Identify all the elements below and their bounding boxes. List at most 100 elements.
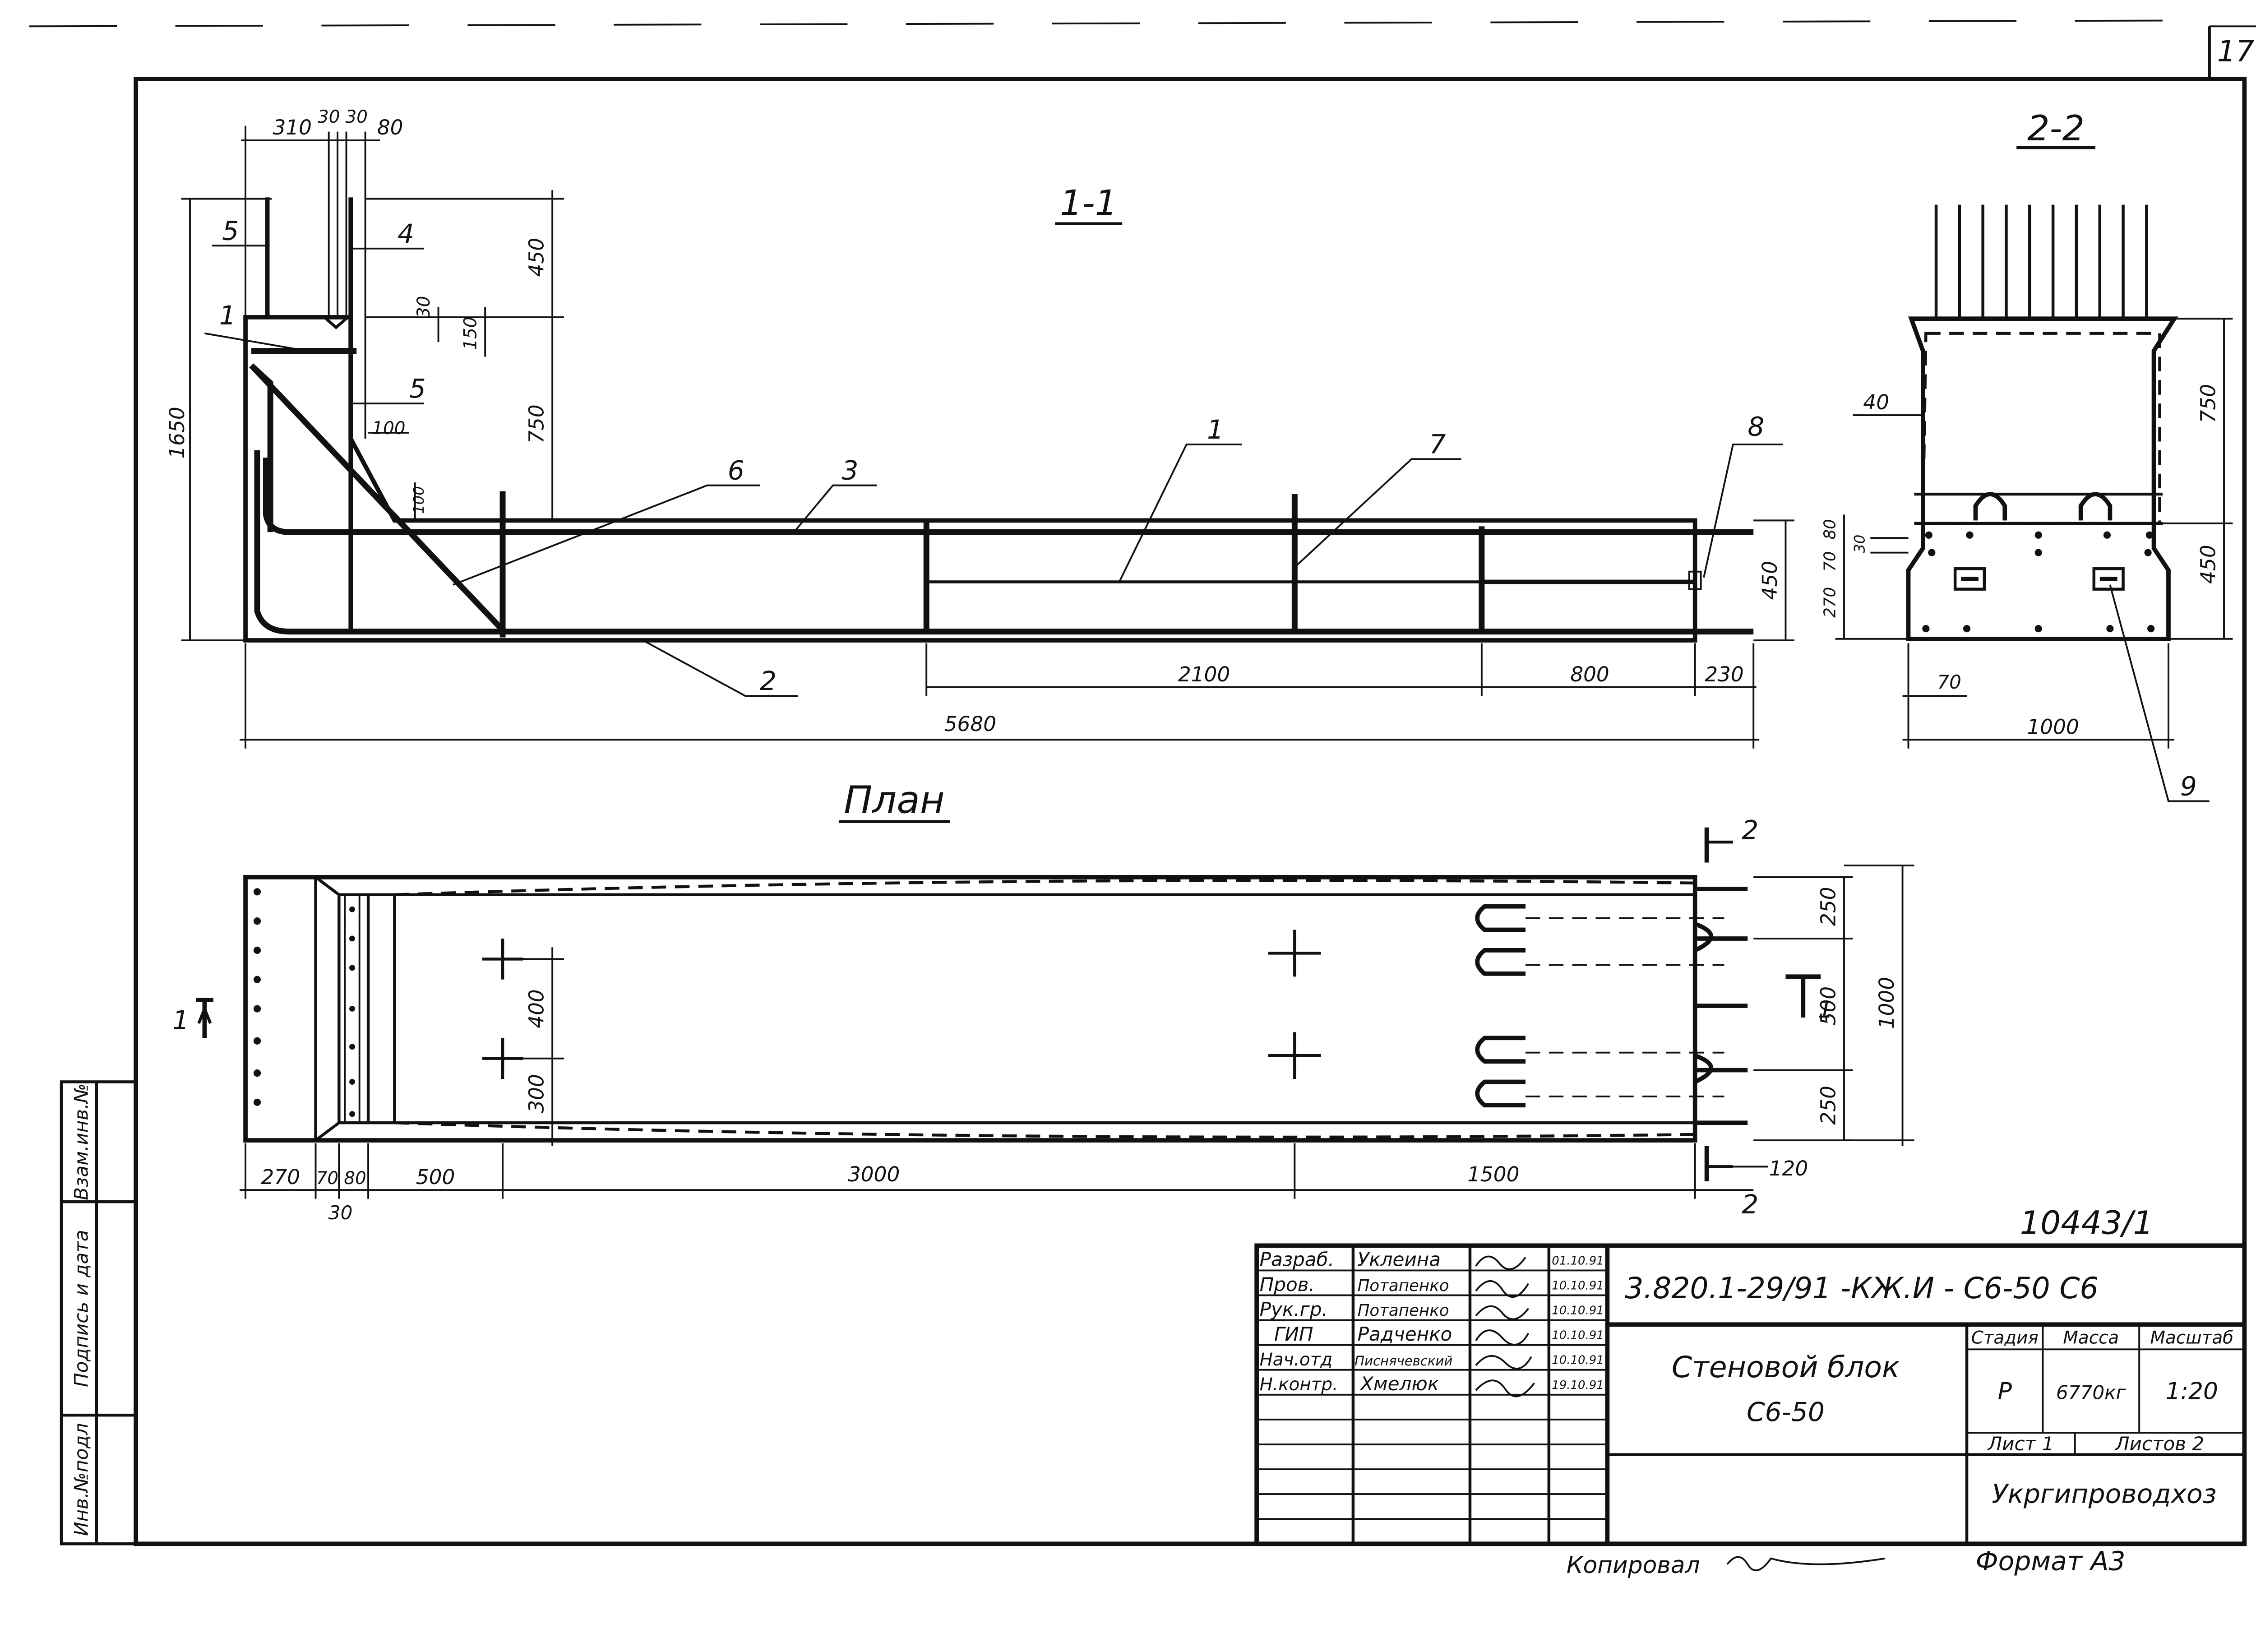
- callout-5a: 5: [222, 215, 239, 246]
- callout-5b: 5: [409, 373, 426, 404]
- mass-label: Масса: [2063, 1328, 2119, 1348]
- plan-title: План: [844, 777, 945, 822]
- organization: Укргипроводхоз: [1992, 1479, 2216, 1509]
- role-checker: Пров.: [1260, 1273, 1315, 1296]
- dim-40: 40: [1863, 390, 1889, 414]
- signature-1: [1475, 1255, 1526, 1270]
- dim-500: 500: [416, 1165, 455, 1189]
- sheet-frame: [29, 19, 2256, 1546]
- product-name: Стеновой блок: [1672, 1351, 1900, 1384]
- dim-5680: 5680: [944, 712, 996, 736]
- plan-view: План: [172, 777, 1914, 1224]
- role-group-lead: Рук.гр.: [1260, 1298, 1328, 1320]
- name-checker: Потапенко: [1358, 1277, 1449, 1295]
- dim-80-22: 80: [1821, 519, 1840, 539]
- copier-signature: [1726, 1556, 1885, 1571]
- callout-9: 9: [2180, 771, 2197, 801]
- callout-3: 3: [841, 455, 858, 486]
- dim-3000: 3000: [848, 1162, 900, 1186]
- footer: Копировал Формат А3: [1567, 1546, 2126, 1579]
- signature-3: [1475, 1305, 1530, 1320]
- callout-4: 4: [398, 218, 414, 249]
- dim-30a: 30: [318, 107, 340, 127]
- side-stamp: Инв.№подл Подпись и дата Взам.инв.№: [60, 1080, 138, 1546]
- date-3: 10.10.91: [1552, 1304, 1604, 1318]
- stage-label: Стадия: [1971, 1328, 2039, 1348]
- callout-1a: 1: [219, 300, 236, 331]
- name-developer: Уклеина: [1358, 1249, 1441, 1271]
- callout-8: 8: [1747, 411, 1764, 442]
- stamp-inv-label: Инв.№подл: [70, 1423, 92, 1536]
- signature-2: [1475, 1280, 1530, 1298]
- signature-6: [1475, 1379, 1535, 1397]
- dim-450-right: 450: [1758, 561, 1782, 600]
- dim-450-top: 450: [525, 238, 549, 277]
- dim-270: 270: [261, 1165, 300, 1189]
- product-mark: С6-50: [1747, 1397, 1825, 1427]
- dim-80-plan: 80: [344, 1168, 366, 1189]
- cut-mark-2-top: 2: [1742, 815, 1758, 846]
- section-2-2-title: 2-2: [2027, 108, 2085, 149]
- role-dept-head: Нач.отд: [1260, 1350, 1333, 1370]
- dim-1000-plan: 1000: [1875, 977, 1899, 1029]
- stamp-signature-label: Подпись и дата: [70, 1230, 92, 1387]
- dim-2100: 2100: [1178, 662, 1230, 686]
- dim-30-v: 30: [414, 296, 434, 318]
- mass-value: 6770кг: [2056, 1382, 2127, 1404]
- dim-300: 300: [525, 1074, 549, 1113]
- signature-5: [1475, 1355, 1532, 1370]
- name-norm-control: Хмелюк: [1359, 1373, 1439, 1395]
- dim-1000-22: 1000: [2027, 715, 2079, 739]
- sheet-number: 17: [2217, 35, 2254, 69]
- dim-750: 750: [525, 404, 549, 444]
- dim-30b: 30: [345, 107, 367, 127]
- dim-100: 100: [372, 418, 405, 439]
- callout-1b: 1: [1207, 414, 1224, 445]
- signature-4: [1475, 1329, 1530, 1346]
- callout-7: 7: [1429, 429, 1446, 459]
- cut-mark-1-right: 1: [1818, 996, 1833, 1023]
- copied-by-label: Копировал: [1567, 1552, 1700, 1579]
- dim-70-22h: 70: [1937, 671, 1961, 693]
- dim-1650: 1650: [165, 407, 189, 458]
- date-2: 10.10.91: [1552, 1279, 1604, 1293]
- dim-80: 80: [377, 116, 403, 139]
- section-1-1: 1-1 310 30 30 80: [165, 107, 1794, 749]
- dim-400: 400: [525, 989, 549, 1028]
- cut-mark-2-bottom: 2: [1742, 1189, 1758, 1220]
- role-chief-engineer: ГИП: [1274, 1323, 1313, 1345]
- document-code: 3.820.1-29/91 -КЖ.И - С6-50 С6: [1625, 1272, 2099, 1305]
- sheets-label: Листов 2: [2114, 1433, 2204, 1455]
- dim-270-22: 270: [1821, 587, 1840, 618]
- dim-30-plan: 30: [328, 1202, 353, 1224]
- section-2-2: 2-2: [1821, 108, 2233, 802]
- dim-230: 230: [1705, 662, 1744, 686]
- dim-500-right: 500: [1817, 986, 1840, 1026]
- role-norm-control: Н.контр.: [1260, 1374, 1338, 1395]
- date-4: 10.10.91: [1552, 1329, 1604, 1342]
- dim-1500: 1500: [1467, 1162, 1519, 1186]
- section-1-1-title: 1-1: [1060, 183, 1117, 223]
- dim-250-bottom: 250: [1817, 1086, 1840, 1125]
- dim-310: 310: [273, 116, 312, 139]
- dim-70-22v: 70: [1821, 551, 1840, 571]
- stamp-replace-label: Взам.инв.№: [70, 1083, 92, 1200]
- register-number: 10443/1: [2020, 1204, 2154, 1241]
- name-dept-head: Писнячевский: [1355, 1353, 1452, 1369]
- name-chief-engineer: Радченко: [1358, 1323, 1452, 1345]
- dim-70: 70: [316, 1168, 338, 1189]
- date-5: 10.10.91: [1552, 1354, 1604, 1367]
- stage-value: Р: [1998, 1378, 2012, 1405]
- role-developer: Разраб.: [1260, 1249, 1334, 1271]
- scale-label: Масштаб: [2150, 1328, 2233, 1348]
- dim-800: 800: [1570, 662, 1609, 686]
- date-1: 01.10.91: [1552, 1254, 1604, 1268]
- dim-150: 150: [461, 317, 481, 350]
- dim-450-22: 450: [2196, 545, 2220, 584]
- format-label: Формат А3: [1975, 1546, 2125, 1577]
- dim-100-v: 100: [410, 486, 427, 514]
- sheet-label: Лист 1: [1987, 1433, 2054, 1455]
- dim-30-22: 30: [1851, 535, 1868, 553]
- callout-6: 6: [728, 455, 744, 486]
